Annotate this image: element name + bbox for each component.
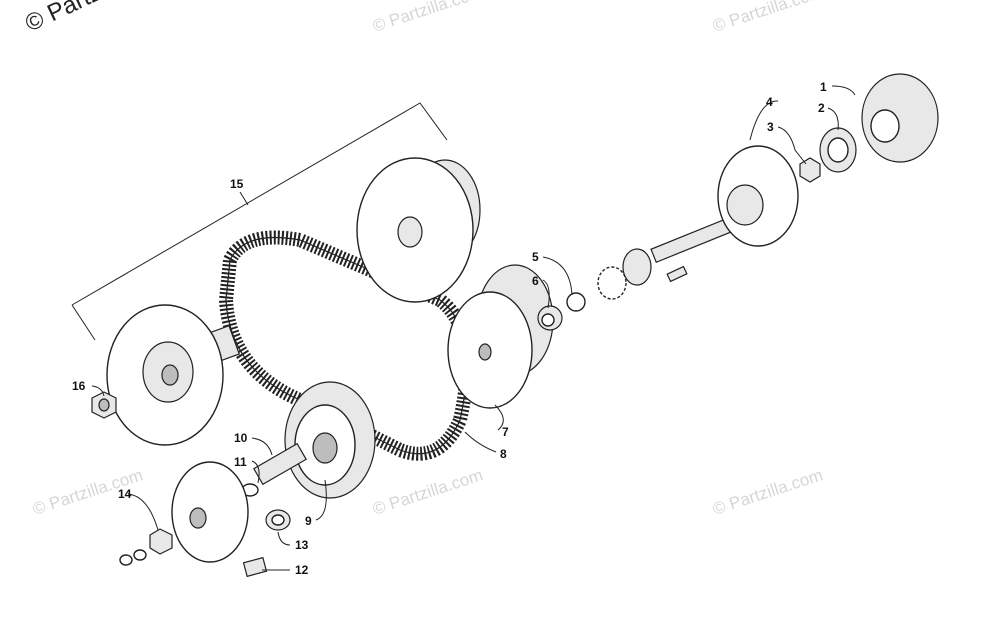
spider-shaft-10: [253, 442, 307, 486]
retaining-ring: [597, 266, 627, 300]
callout-10: 10: [234, 431, 248, 445]
watermark-brand: © Partzilla.com: [370, 0, 485, 36]
roller-cage: [622, 248, 652, 286]
weight-12: [242, 556, 268, 578]
watermark-corner: © Partz: [21, 0, 105, 37]
nut-14: [149, 528, 173, 555]
assembly-bracket-15: [71, 102, 448, 341]
nut-3: [799, 157, 821, 183]
callout-8: 8: [500, 447, 507, 461]
callout-12: 12: [295, 563, 309, 577]
leader-lines: [91, 85, 856, 571]
callout-1: 1: [820, 80, 827, 94]
callout-13: 13: [295, 538, 309, 552]
callout-4: 4: [766, 95, 773, 109]
driven-clutch-sheave: [356, 157, 481, 303]
callout-14: 14: [118, 487, 132, 501]
watermark-brand: © Partzilla.com: [370, 465, 485, 518]
one-way-bearing-2: [819, 127, 857, 173]
callout-7: 7: [502, 425, 509, 439]
callout-3: 3: [767, 120, 774, 134]
callout-15: 15: [230, 177, 244, 191]
o-ring-5: [566, 292, 586, 312]
bolt: [666, 265, 688, 283]
callout-16: 16: [72, 379, 86, 393]
callout-2: 2: [818, 101, 825, 115]
hex-nut-16: [91, 391, 117, 419]
callout-9: 9: [305, 514, 312, 528]
output-housing-4: [650, 145, 799, 264]
driven-clutch-7: [447, 264, 554, 409]
fixed-sheave: [171, 461, 249, 563]
bearing-6: [537, 305, 563, 331]
washer-group: [119, 549, 147, 566]
bushing-13: [265, 509, 291, 531]
watermark-brand: © Partzilla.com: [710, 0, 825, 36]
drive-sheave-assembly: [106, 304, 240, 446]
moveable-sheave-9: [284, 381, 376, 499]
callout-11: 11: [234, 455, 247, 469]
watermark-brand: © Partzilla.com: [710, 465, 825, 518]
cover-housing-1: [861, 73, 939, 163]
callout-5: 5: [532, 250, 539, 264]
drive-belt: [218, 230, 474, 461]
callout-6: 6: [532, 274, 539, 288]
